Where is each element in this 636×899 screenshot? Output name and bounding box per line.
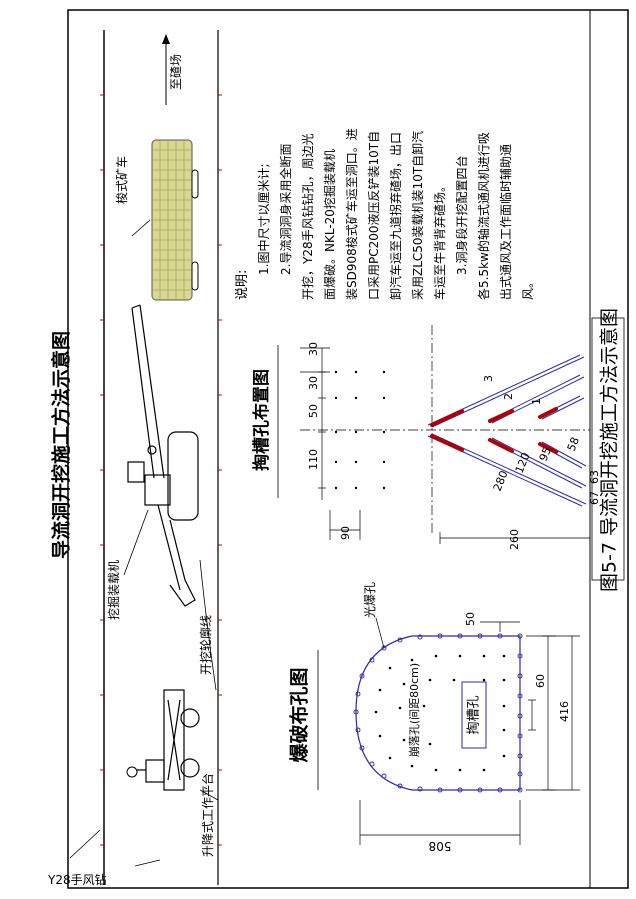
- slot-dim: 58: [565, 435, 582, 453]
- notes-line: 各5.5kw的轴流式通风机进行吸: [476, 132, 491, 300]
- slot-dim: 50: [307, 404, 320, 418]
- smooth-hole-label: 光爆孔: [363, 582, 377, 618]
- notes-line: 出式通风及工作面临时辅助通: [499, 144, 513, 300]
- drill-label: Y28手风钻: [47, 872, 107, 887]
- hole-number: 3: [482, 375, 495, 382]
- to-dump-label: 至碴场: [169, 54, 183, 90]
- slot-dim: 30: [307, 376, 320, 390]
- shuttle-car-label: 梭式矿车: [114, 156, 129, 204]
- slot-dim: 90: [339, 526, 352, 540]
- notes-line: 面爆破。NKL-20挖掘装载机: [322, 149, 337, 300]
- notes-line: 开挖，Y28手风钻钻孔，周边光: [300, 133, 315, 300]
- hole-number: 2: [502, 393, 515, 400]
- slot-layout-title: 掏槽孔布置图: [251, 369, 272, 471]
- slot-hole-box: [461, 681, 487, 749]
- slot-dim: 260: [508, 529, 521, 550]
- notes-line: 风。: [521, 276, 535, 300]
- notes-line: 口采用PC200液压反铲装10T自: [366, 131, 381, 300]
- notes-line: 2.导流洞洞身采用全断面: [278, 144, 293, 275]
- blast-dim: 60: [534, 674, 547, 688]
- blast-dim: 508: [429, 839, 452, 853]
- sheet-title: 导流洞开挖施工方法示意图: [50, 331, 73, 559]
- outer-border: [67, 9, 629, 889]
- slot-dim: 30: [307, 342, 320, 356]
- slot-dim: 67: [588, 491, 601, 505]
- figure-label-box: [591, 317, 625, 581]
- excavator-label: 挖掘装载机: [106, 560, 121, 620]
- driller: [126, 766, 138, 778]
- profile-line: [199, 559, 217, 691]
- platform-label: 升降式工作平台: [200, 773, 215, 857]
- profile-line-label: 开挖轮廓线: [198, 615, 213, 675]
- tunnel-view: 至碴场 梭式矿车: [47, 30, 222, 887]
- breaking-hole-label: 崩落孔(间距80cm): [407, 663, 421, 757]
- figure-label: 图5-7 导流洞开挖施工方法示意图: [599, 308, 621, 592]
- slot-dim: 110: [307, 449, 320, 470]
- notes-line: 采用ZLC50装载机装10T自卸汽: [410, 131, 425, 300]
- notes-line: 1.图中尺寸以厘米计;: [256, 164, 271, 276]
- tunnel-profile: [355, 635, 521, 791]
- excavator-loader: [127, 304, 199, 607]
- blast-layout-title: 爆破布孔图: [288, 667, 311, 762]
- notes-block: 说明: 1.图中尺寸以厘米计; 2.导流洞洞身采用全断面 开挖，Y28手风钻钻孔…: [235, 128, 535, 300]
- slot-dim: 63: [588, 470, 601, 484]
- notes-heading: 说明:: [235, 270, 250, 300]
- notes-line: 装SD908梭式矿车运至洞口。进: [344, 128, 359, 300]
- notes-line: 车运至牛背背弃碴场。: [432, 180, 447, 300]
- slot-box-label: 掏槽孔: [466, 695, 482, 734]
- notes-line: 卸汽车运至九道拐弃碴场，出口: [388, 132, 403, 300]
- slot-layout: 30 30 50 110 90 260 1 2 3 280 120 95 58: [300, 325, 601, 550]
- hole-number: 1: [530, 398, 543, 405]
- blast-dim: 416: [558, 701, 571, 722]
- blast-layout: 掏槽孔 光爆孔 崩落孔(间距80cm) 50 60 416 508: [353, 582, 580, 853]
- notes-line: 3.洞身段开挖配置四台: [454, 156, 469, 275]
- lift-platform: [136, 689, 200, 791]
- slot-dim: 95: [537, 445, 554, 463]
- blast-dim: 50: [464, 612, 477, 626]
